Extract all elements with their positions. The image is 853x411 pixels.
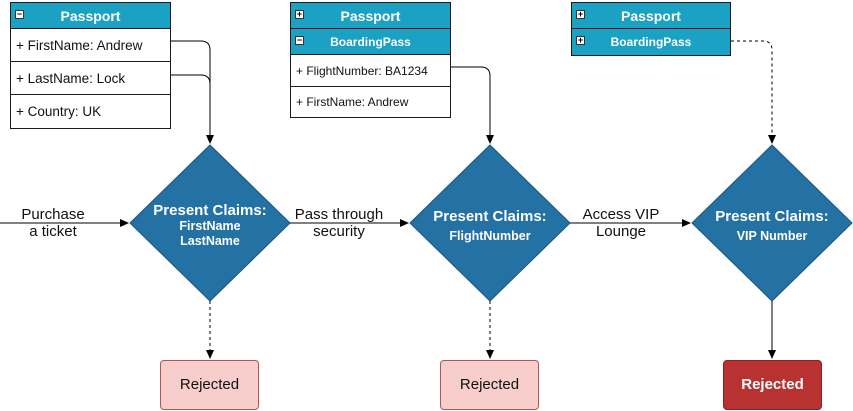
passport-class-1: − Passport + FirstName: Andrew + LastNam… — [10, 2, 171, 129]
expand-icon[interactable]: + — [576, 35, 585, 45]
connector-firstname — [171, 40, 214, 144]
edge-label-3: Access VIP Lounge — [566, 206, 676, 240]
claims-title-3: Present Claims: — [715, 208, 829, 225]
edge-label-3-line1: Access VIP — [582, 206, 660, 223]
claim-vip-number: VIP Number — [736, 229, 808, 243]
diamond-text-2: Present Claims: FlightNumber — [415, 208, 565, 244]
edge-label-1: Purchase a ticket — [0, 206, 108, 240]
edge-label-2-line1: Pass through — [294, 206, 384, 223]
connector-boardingpass — [731, 40, 776, 144]
claims-title-2: Present Claims: — [433, 208, 547, 225]
passport-class-2: + Passport − BoardingPass + FlightNumber… — [290, 2, 451, 118]
field-firstname: + FirstName: Andrew — [296, 95, 409, 109]
diamond-text-1: Present Claims: FirstName LastName — [135, 202, 285, 249]
edge-label-3-line2: Lounge — [595, 223, 647, 240]
rejected-box-3: Rejected — [723, 360, 822, 410]
field-flightnumber: + FlightNumber: BA1234 — [291, 55, 450, 87]
boardingpass-header-3: + BoardingPass — [572, 29, 730, 55]
field-country: + Country: UK — [16, 104, 102, 119]
passport-header-1: − Passport — [11, 3, 170, 29]
connector-lastname — [171, 74, 211, 143]
passport-title-3: Passport — [621, 8, 681, 24]
edge-label-1-line1: Purchase — [21, 206, 85, 223]
boardingpass-header-2: − BoardingPass — [291, 29, 450, 55]
passport-header-2: + Passport — [291, 3, 450, 29]
edge-label-2-line2: security — [313, 223, 365, 240]
connector-flightnumber — [451, 66, 494, 144]
rejected-box-1: Rejected — [160, 360, 259, 410]
expand-icon[interactable]: + — [295, 9, 304, 19]
passport-class-3: + Passport + BoardingPass — [571, 2, 731, 56]
collapse-icon[interactable]: − — [15, 9, 24, 19]
rejected-box-2: Rejected — [440, 360, 539, 410]
diamond-text-3: Present Claims: VIP Number — [697, 208, 847, 244]
passport-title-2: Passport — [340, 8, 401, 24]
claim-flightnumber: FlightNumber — [449, 229, 531, 243]
claims-title-1: Present Claims: — [153, 202, 267, 219]
field-firstname: + FirstName: Andrew — [11, 29, 170, 62]
expand-icon[interactable]: + — [576, 9, 585, 19]
edge-label-1-line2: a ticket — [29, 223, 77, 240]
boardingpass-title-3: BoardingPass — [610, 35, 692, 49]
collapse-icon[interactable]: − — [295, 35, 304, 45]
field-lastname: + LastName: Lock — [11, 62, 170, 95]
claim-firstname: FirstName — [179, 219, 241, 233]
claim-lastname: LastName — [180, 234, 240, 248]
passport-header-3: + Passport — [572, 3, 730, 29]
edge-label-2: Pass through security — [284, 206, 394, 240]
boardingpass-title-2: BoardingPass — [330, 35, 411, 49]
passport-title-1: Passport — [60, 8, 121, 24]
